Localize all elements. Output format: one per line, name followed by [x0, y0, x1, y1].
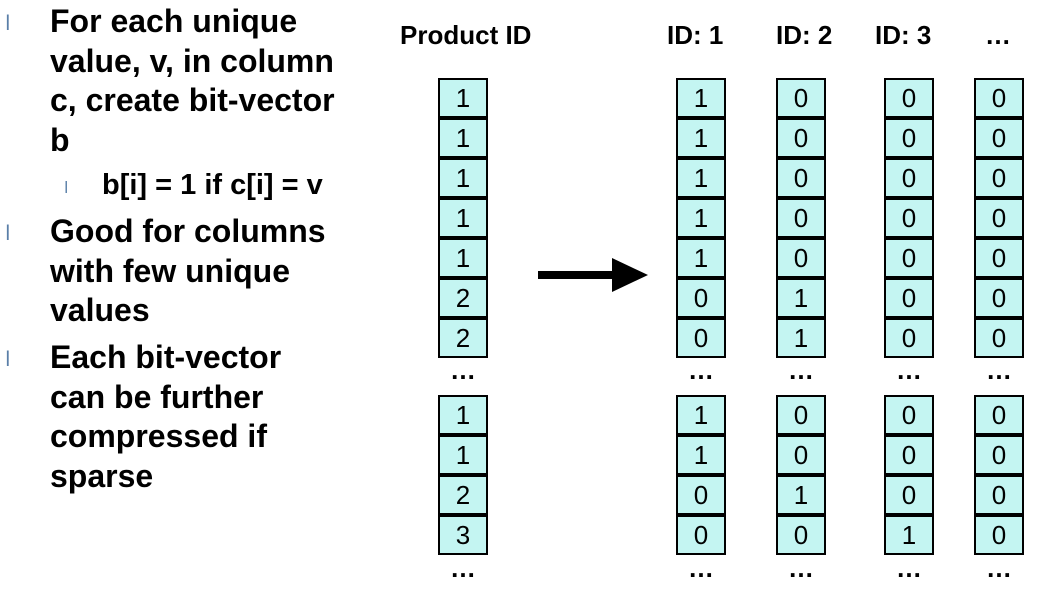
cell: 0 [974, 78, 1024, 118]
ellipsis: … [688, 355, 714, 385]
ellipsis: … [688, 553, 714, 583]
cell: 0 [974, 515, 1024, 555]
cell: 1 [438, 78, 488, 118]
bullet-marker: l [5, 11, 11, 35]
ellipsis: … [788, 553, 814, 583]
header-product-id: Product ID [400, 20, 532, 50]
right-arrow-icon [538, 258, 648, 292]
header-id-3: ID: 3 [875, 20, 932, 50]
bullet-marker: l [5, 221, 11, 245]
cell: 0 [776, 238, 826, 278]
cell: 1 [438, 118, 488, 158]
cell: 0 [974, 158, 1024, 198]
bullet-3: Each bit-vector can be further compresse… [50, 338, 390, 496]
bullet-2-line: Good for columns [50, 213, 326, 249]
cell: 0 [884, 435, 934, 475]
cell: 1 [438, 395, 488, 435]
cell: 0 [974, 435, 1024, 475]
cell: 0 [776, 515, 826, 555]
cell: 1 [438, 238, 488, 278]
header-id-2: ID: 2 [776, 20, 833, 50]
ellipsis: … [450, 553, 476, 583]
bullet-1-line: For each unique [50, 3, 298, 39]
cell: 1 [676, 238, 726, 278]
bullet-2-line: with few unique [50, 252, 290, 289]
cell: 0 [776, 395, 826, 435]
cell: 0 [884, 238, 934, 278]
bullet-1: For each unique value, v, in column c, c… [50, 2, 390, 160]
cell: 1 [776, 278, 826, 318]
ellipsis: … [986, 355, 1012, 385]
cell: 0 [676, 278, 726, 318]
cell: 0 [974, 278, 1024, 318]
cell: 1 [438, 435, 488, 475]
cell: 1 [676, 118, 726, 158]
ellipsis: … [896, 553, 922, 583]
cell: 1 [676, 435, 726, 475]
cell: 1 [884, 515, 934, 555]
bullet-2: Good for columns with few unique values [50, 212, 390, 331]
cell: 0 [884, 475, 934, 515]
cell: 0 [776, 198, 826, 238]
cell: 0 [776, 158, 826, 198]
bullet-1-line: value, v, in column [50, 42, 334, 79]
cell: 1 [676, 78, 726, 118]
cell: 0 [676, 475, 726, 515]
cell: 0 [884, 78, 934, 118]
cell: 0 [974, 318, 1024, 358]
cell: 0 [974, 475, 1024, 515]
bullet-2-line: values [50, 292, 150, 328]
cell: 0 [884, 198, 934, 238]
cell: 0 [884, 158, 934, 198]
bullet-3-line: sparse [50, 457, 154, 494]
bullet-3-line: Each bit-vector [50, 339, 282, 375]
sub-bullet-marker: l [64, 178, 69, 197]
bullet-3-line: compressed if [50, 418, 267, 454]
bullet-1-line: b [50, 121, 70, 158]
ellipsis: … [788, 355, 814, 385]
header-id-1: ID: 1 [667, 20, 724, 50]
ellipsis: … [986, 553, 1012, 583]
cell: 1 [776, 475, 826, 515]
cell: 1 [676, 395, 726, 435]
cell: 1 [676, 198, 726, 238]
cell: 0 [974, 395, 1024, 435]
cell: 2 [438, 318, 488, 358]
cell: 0 [776, 78, 826, 118]
cell: 0 [776, 118, 826, 158]
cell: 0 [974, 238, 1024, 278]
cell: 2 [438, 475, 488, 515]
cell: 0 [776, 435, 826, 475]
cell: 0 [884, 395, 934, 435]
cell: 0 [676, 515, 726, 555]
bullet-marker: l [5, 347, 11, 371]
cell: 0 [974, 118, 1024, 158]
header-more: … [985, 20, 1011, 50]
ellipsis: … [896, 355, 922, 385]
bullet-3-line: can be further [50, 378, 264, 415]
cell: 2 [438, 278, 488, 318]
cell: 0 [884, 278, 934, 318]
cell: 1 [776, 318, 826, 358]
bullet-1-line: c, create bit-vector [50, 82, 335, 118]
cell: 1 [438, 198, 488, 238]
ellipsis: … [450, 355, 476, 385]
cell: 0 [974, 198, 1024, 238]
cell: 3 [438, 515, 488, 555]
sub-bullet-1: b[i] = 1 if c[i] = v [102, 169, 323, 201]
cell: 0 [884, 318, 934, 358]
cell: 0 [676, 318, 726, 358]
cell: 0 [884, 118, 934, 158]
cell: 1 [676, 158, 726, 198]
cell: 1 [438, 158, 488, 198]
